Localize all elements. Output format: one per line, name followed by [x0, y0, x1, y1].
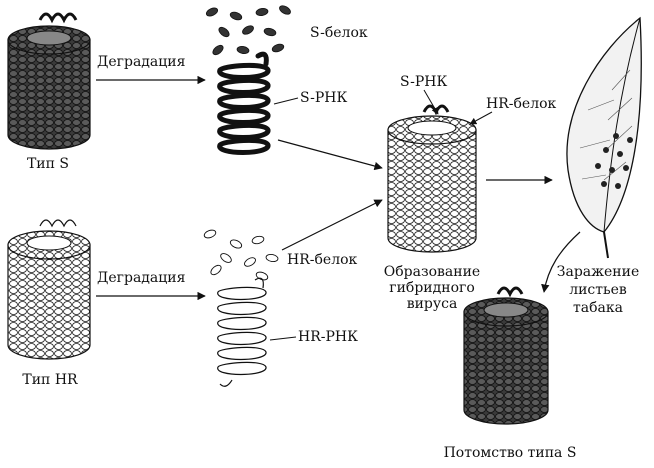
- hr-protein-subunits: [203, 229, 279, 281]
- arrow-leaf-to-offspring: [541, 231, 581, 293]
- s-rna-coil: [217, 51, 271, 155]
- hr-rna-label: HR-РНК: [298, 329, 358, 345]
- hr-rna-pointer: [269, 336, 297, 341]
- hr-rna-coil: [217, 277, 267, 387]
- hybrid-virus: [387, 104, 477, 253]
- infection-spots: [595, 133, 633, 189]
- hybrid-formation-line-1: Образование: [384, 264, 480, 280]
- tobacco-leaf: [566, 16, 642, 259]
- degradation-label-top: Деградация: [97, 54, 186, 70]
- offspring-virus: [463, 286, 549, 425]
- infection-line-1: Заражение: [557, 264, 640, 280]
- infection-line-2: листьев: [569, 282, 627, 298]
- hybrid-s-rna-label: S-РНК: [400, 74, 447, 90]
- hybrid-s-rna-pointer: [423, 89, 439, 115]
- type-s-label: Тип S: [27, 156, 69, 172]
- hybrid-hr-protein-label: HR-белок: [486, 96, 557, 112]
- infection-line-3: табака: [573, 300, 623, 316]
- s-protein-label: S-белок: [310, 25, 368, 41]
- hr-protein-label: HR-белок: [287, 252, 358, 268]
- hybrid-formation-line-3: вируса: [407, 296, 458, 312]
- arrow-s-rna-to-hybrid: [277, 139, 383, 171]
- offspring-label: Потомство типа S: [444, 445, 577, 461]
- arrow-hr-protein-to-hybrid: [281, 199, 383, 251]
- s-protein-subunits: [205, 5, 291, 56]
- virus-type-s: [7, 12, 91, 150]
- degradation-label-bottom: Деградация: [97, 270, 186, 286]
- s-rna-pointer: [273, 97, 299, 105]
- virus-type-hr: [7, 219, 91, 360]
- type-hr-label: Тип HR: [22, 372, 78, 388]
- s-rna-label: S-РНК: [300, 90, 347, 106]
- hybrid-formation-line-2: гибридного: [389, 280, 475, 296]
- hybrid-hr-protein-pointer: [469, 111, 493, 125]
